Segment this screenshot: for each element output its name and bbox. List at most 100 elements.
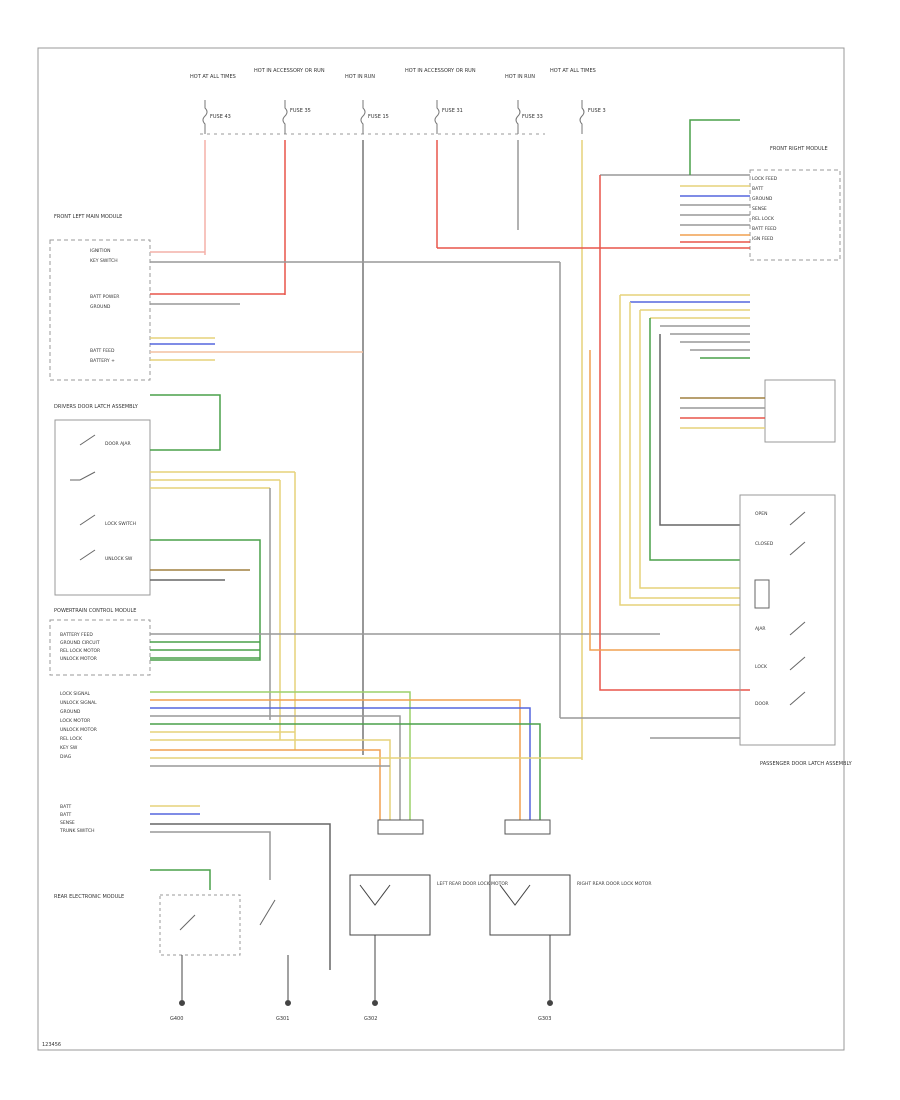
bottom-wires [150, 805, 331, 970]
fuse-head: HOT IN RUN [345, 74, 375, 80]
ground-icon [285, 1000, 291, 1006]
pin-label: BATT FEED [752, 226, 777, 232]
rear-switches [179, 899, 276, 931]
ground-label: G302 [364, 1016, 377, 1022]
fuse-label: FUSE 35 [290, 108, 311, 114]
fuse-label: FUSE 3 [588, 108, 606, 114]
pin-label: LOCK FEED [752, 176, 778, 182]
right-door-title: PASSENGER DOOR LATCH ASSEMBLY [760, 761, 853, 767]
pin-label: LOCK SIGNAL [60, 691, 91, 697]
pin-label: UNLOCK SIGNAL [60, 700, 97, 706]
actuator-label: RIGHT REAR DOOR LOCK MOTOR [577, 881, 651, 887]
switch-label: LOCK [755, 664, 768, 670]
actuator-label: LEFT REAR DOOR LOCK MOTOR [437, 881, 508, 887]
pin-label: TRUNK SWITCH [59, 828, 95, 834]
left-top-pins: IGNITION KEY SWITCH BATT POWER GROUND BA… [90, 248, 119, 364]
pin-label: UNLOCK MOTOR [60, 727, 97, 733]
right-top-module [749, 169, 841, 261]
ground-icon [372, 1000, 378, 1006]
right-pins: LOCK FEED BATT GROUND SENSE REL LOCK BAT… [752, 176, 778, 242]
switch-label: UNLOCK SW [105, 556, 133, 562]
right-bottom-wires [560, 717, 740, 739]
pcm-pins: BATTERY FEED GROUND CIRCUIT REL LOCK MOT… [60, 632, 100, 662]
diagram-frame [37, 47, 845, 1051]
ground-label: G400 [170, 1016, 183, 1022]
pin-label: SENSE [60, 820, 75, 826]
pin-label: BATTERY FEED [60, 632, 93, 638]
pin-label: UNLOCK MOTOR [60, 656, 97, 662]
left-top-module [49, 239, 151, 381]
left-switch-labels: DOOR AJAR LOCK SWITCH UNLOCK SW [105, 441, 136, 562]
right-bus-wires [589, 294, 750, 651]
ground-icon [547, 1000, 553, 1006]
pin-label: GROUND CIRCUIT [60, 640, 100, 646]
fuse-head: HOT IN ACCESSORY OR RUN [405, 68, 476, 74]
pcm-box [49, 619, 151, 676]
ground-icon [179, 1000, 185, 1006]
right-relay-wires [680, 397, 765, 429]
pin-label: KEY SW [60, 745, 78, 751]
fuse-head: HOT AT ALL TIMES [190, 74, 236, 80]
pin-label: BATT POWER [90, 294, 119, 300]
dd-pins: LOCK SIGNAL UNLOCK SIGNAL GROUND LOCK MO… [60, 691, 97, 760]
right-switch-labels: OPEN CLOSED AJAR LOCK DOOR [755, 511, 774, 707]
switch-label: OPEN [755, 511, 767, 517]
fuse-labels: FUSE 43 FUSE 35 FUSE 15 FUSE 31 FUSE 33 … [210, 108, 606, 120]
pin-label: BATTERY + [90, 358, 115, 364]
drivers-door-box [54, 419, 151, 596]
fuse-label: FUSE 15 [368, 114, 389, 120]
pin-label: LOCK MOTOR [60, 718, 90, 724]
pin-label: GROUND [752, 196, 773, 202]
ground-label: G301 [276, 1016, 289, 1022]
bottom-pins: BATT BATT SENSE TRUNK SWITCH [59, 804, 95, 834]
switch-label: CLOSED [755, 541, 774, 547]
pin-label: GROUND [90, 304, 111, 310]
pin-label: BATT [60, 804, 71, 810]
switch-label: AJAR [755, 626, 766, 632]
fuse-symbols [202, 100, 585, 134]
ground-labels: G400 G301 G302 G303 [170, 1016, 551, 1022]
pin-label: BATT [60, 812, 71, 818]
pin-label: DIAG [60, 754, 72, 760]
switch-label: LOCK SWITCH [105, 521, 136, 527]
pin-label: BATT FEED [90, 348, 115, 354]
fuse-feed-wires [204, 140, 583, 760]
right-wires [437, 119, 750, 691]
switch-label: DOOR [755, 701, 769, 707]
rear-module-box [159, 894, 241, 956]
actuator-box [489, 874, 571, 936]
right-door-box [739, 494, 836, 746]
actuator-box [349, 874, 431, 936]
fuse-head: HOT IN ACCESSORY OR RUN [254, 68, 325, 74]
connectors [377, 819, 551, 835]
switch-label: DOOR AJAR [105, 441, 131, 447]
fuse-label: FUSE 33 [522, 114, 543, 120]
rear-module-title: REAR ELECTRONIC MODULE [54, 894, 124, 900]
drivers-door-title: DRIVERS DOOR LATCH ASSEMBLY [54, 404, 139, 410]
footer-code: 123456 [42, 1042, 61, 1048]
fuse-head: HOT IN RUN [505, 74, 535, 80]
left-top-wires [150, 251, 561, 718]
pin-label: BATT [752, 186, 763, 192]
ground-symbols [179, 935, 553, 1006]
pin-label: IGN FEED [752, 236, 774, 242]
actuators: LEFT REAR DOOR LOCK MOTOR RIGHT REAR DOO… [349, 874, 651, 936]
pin-label: REL LOCK [752, 216, 775, 222]
pin-label: REL LOCK MOTOR [60, 648, 100, 654]
pin-label: REL LOCK [60, 736, 83, 742]
pin-label: KEY SWITCH [90, 258, 118, 264]
right-switches [754, 511, 806, 706]
fuse-label: FUSE 43 [210, 114, 231, 120]
pin-label: IGNITION [90, 248, 111, 254]
dd-wires [150, 691, 582, 820]
fuse-head: HOT AT ALL TIMES [550, 68, 596, 74]
fuse-headers: HOT AT ALL TIMES HOT IN ACCESSORY OR RUN… [190, 68, 596, 80]
pcm-wires [150, 633, 660, 659]
ground-label: G303 [538, 1016, 551, 1022]
left-switches [70, 434, 96, 561]
right-relay-box [764, 379, 836, 443]
pcm-title: POWERTRAIN CONTROL MODULE [54, 608, 136, 614]
right-top-module-title: FRONT RIGHT MODULE [770, 146, 828, 152]
door-latch-wires [150, 394, 296, 750]
